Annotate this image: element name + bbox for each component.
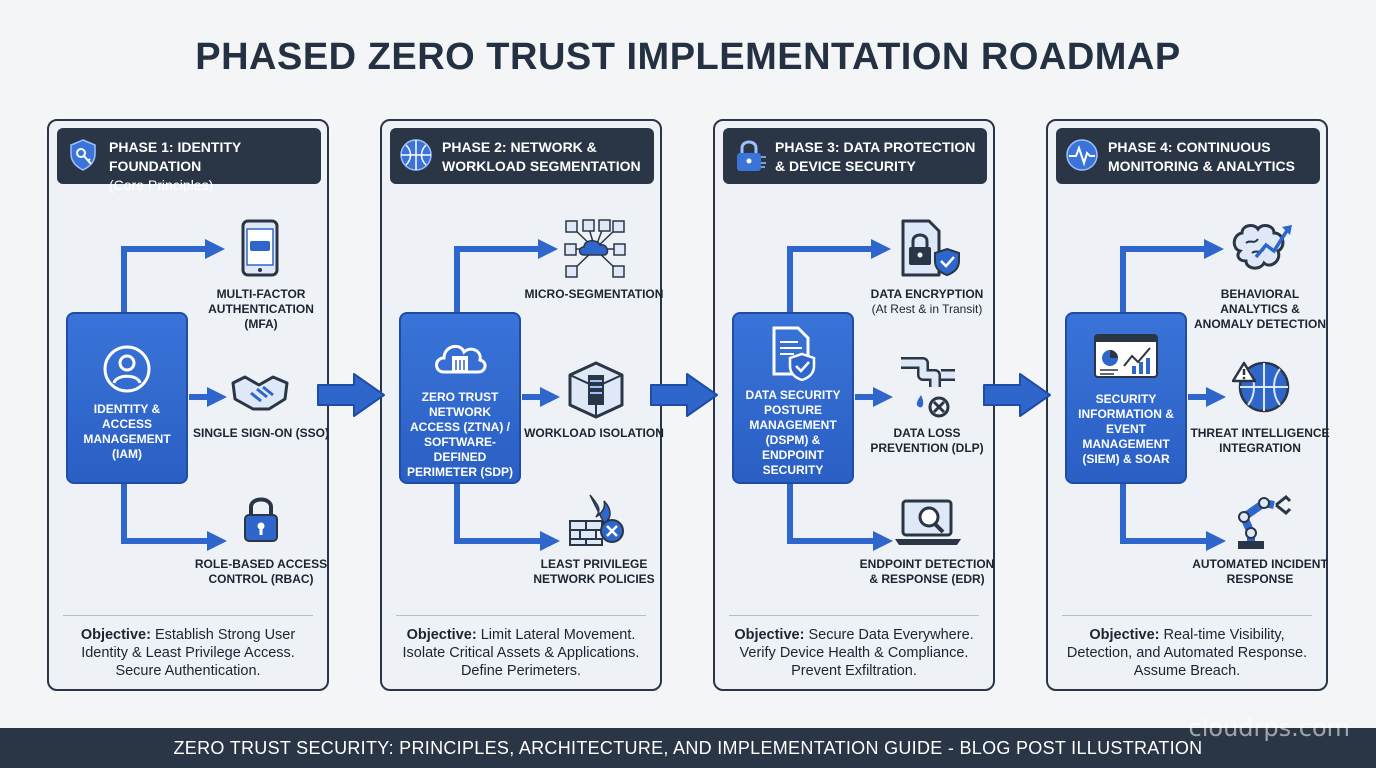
behavioral-analytics-label: BEHAVIORAL ANALYTICS & ANOMALY DETECTION xyxy=(1193,287,1326,331)
dashboard-icon xyxy=(1094,334,1158,378)
iam-core-box: IDENTITY & ACCESS MANAGEMENT (IAM) xyxy=(66,312,188,484)
ztna-core-label: ZERO TRUST NETWORK ACCESS (ZTNA) / SOFTW… xyxy=(406,390,513,479)
phase-1-objective: Objective: Establish Strong User Identit… xyxy=(59,626,317,680)
phase-3-objective-label: Objective: xyxy=(734,627,805,643)
mfa-label: MULTI-FACTOR AUTHENTICATION (MFA) xyxy=(208,287,314,331)
phase-2-divider xyxy=(396,615,646,616)
threat-intelligence-label: THREAT INTELLIGENCE INTEGRATION xyxy=(1190,426,1330,455)
firewall-icon xyxy=(569,494,624,546)
phase-1-title: PHASE 1: IDENTITY FOUNDATION xyxy=(109,139,241,174)
phase-3-header: PHASE 3: DATA PROTECTION & DEVICE SECURI… xyxy=(723,128,987,184)
shield-key-icon xyxy=(70,139,96,171)
phase-4-objective-text: Real-time Visibility, Detection, and Aut… xyxy=(1066,627,1308,679)
phase-4-divider xyxy=(1062,615,1312,616)
watermark: cloudrps.com xyxy=(1188,714,1350,742)
phase-2-header: PHASE 2: NETWORK & WORKLOAD SEGMENTATION xyxy=(390,128,654,184)
leaking-pipe-icon xyxy=(901,357,955,418)
segment-network-icon xyxy=(564,219,626,278)
phase-4-title: PHASE 4: CONTINUOUS MONITORING & ANALYTI… xyxy=(1108,139,1295,174)
phase-2-objective: Objective: Limit Lateral Movement. Isola… xyxy=(392,626,650,680)
phase-3-objective: Objective: Secure Data Everywhere. Verif… xyxy=(725,626,983,680)
document-shield-icon xyxy=(772,326,816,382)
handshake-icon xyxy=(231,375,289,411)
globe-warning-icon xyxy=(1232,361,1290,413)
phase-3-title: PHASE 3: DATA PROTECTION & DEVICE SECURI… xyxy=(775,139,976,174)
phase-2-objective-label: Objective: xyxy=(406,627,477,643)
phase-4-objective: Objective: Real-time Visibility, Detecti… xyxy=(1058,626,1316,680)
phase-1-panel: PHASE 1: IDENTITY FOUNDATION (Core Princ… xyxy=(47,119,329,691)
phase-2-to-3-arrow xyxy=(650,373,718,417)
phase-1-subtitle: (Core Principles) xyxy=(109,177,214,193)
heartbeat-monitor-icon xyxy=(1066,139,1098,171)
locked-file-icon xyxy=(901,219,960,277)
edr-label: ENDPOINT DETECTION & RESPONSE (EDR) xyxy=(859,557,995,586)
automated-response-label: AUTOMATED INCIDENT RESPONSE xyxy=(1192,557,1328,586)
phase-4-objective-label: Objective: xyxy=(1089,627,1160,643)
user-icon xyxy=(103,345,151,393)
data-encryption-label: DATA ENCRYPTION (At Rest & in Transit) xyxy=(857,287,997,317)
dspm-core-label: DATA SECURITY POSTURE MANAGEMENT (DSPM) … xyxy=(745,388,841,477)
workload-isolation-label: WORKLOAD ISOLATION xyxy=(524,426,664,440)
cloud-building-icon xyxy=(435,344,487,374)
data-encryption-subtitle: (At Rest & in Transit) xyxy=(871,302,983,316)
padlock-circuit-icon xyxy=(737,140,766,171)
footer-caption: ZERO TRUST SECURITY: PRINCIPLES, ARCHITE… xyxy=(0,728,1376,768)
phase-2-title: PHASE 2: NETWORK & WORKLOAD SEGMENTATION xyxy=(442,139,641,174)
data-encryption-title: DATA ENCRYPTION xyxy=(870,287,984,301)
phase-2-objective-text: Limit Lateral Movement. Isolate Critical… xyxy=(402,627,640,679)
siem-core-label: SECURITY INFORMATION & EVENT MANAGEMENT … xyxy=(1078,392,1174,466)
phase-4-panel: PHASE 4: CONTINUOUS MONITORING & ANALYTI… xyxy=(1046,119,1330,691)
page-title: PHASED ZERO TRUST IMPLEMENTATION ROADMAP xyxy=(195,36,1181,78)
phase-3-divider xyxy=(729,615,979,616)
padlock-icon xyxy=(244,497,278,542)
brain-chart-icon xyxy=(1232,224,1292,270)
dlp-label: DATA LOSS PREVENTION (DLP) xyxy=(870,426,984,455)
network-globe-icon xyxy=(400,139,432,171)
phase-1-divider xyxy=(63,615,313,616)
robot-arm-icon xyxy=(1238,494,1292,549)
iam-core-label: IDENTITY & ACCESS MANAGEMENT (IAM) xyxy=(83,402,171,461)
rbac-label: ROLE-BASED ACCESS CONTROL (RBAC) xyxy=(194,557,328,586)
server-cube-icon xyxy=(568,361,624,419)
phase-1-to-2-arrow xyxy=(317,373,385,417)
siem-core-box: SECURITY INFORMATION & EVENT MANAGEMENT … xyxy=(1065,312,1187,484)
smartphone-icon xyxy=(241,219,279,277)
phase-3-objective-text: Secure Data Everywhere. Verify Device He… xyxy=(739,627,974,679)
ztna-core-box: ZERO TRUST NETWORK ACCESS (ZTNA) / SOFTW… xyxy=(399,312,521,484)
phase-1-objective-text: Establish Strong User Identity & Least P… xyxy=(81,627,296,679)
micro-segmentation-label: MICRO-SEGMENTATION xyxy=(524,287,664,301)
phase-3-to-4-arrow xyxy=(983,373,1051,417)
phase-4-header: PHASE 4: CONTINUOUS MONITORING & ANALYTI… xyxy=(1056,128,1320,184)
least-privilege-label: LEAST PRIVILEGE NETWORK POLICIES xyxy=(533,557,655,586)
sso-label: SINGLE SIGN-ON (SSO) xyxy=(192,426,329,440)
phase-1-header: PHASE 1: IDENTITY FOUNDATION (Core Princ… xyxy=(57,128,321,193)
phase-1-objective-label: Objective: xyxy=(80,627,151,643)
phase-3-panel: PHASE 3: DATA PROTECTION & DEVICE SECURI… xyxy=(713,119,995,691)
dspm-core-box: DATA SECURITY POSTURE MANAGEMENT (DSPM) … xyxy=(732,312,854,484)
laptop-search-icon xyxy=(895,499,961,545)
phase-2-panel: PHASE 2: NETWORK & WORKLOAD SEGMENTATION… xyxy=(380,119,664,691)
